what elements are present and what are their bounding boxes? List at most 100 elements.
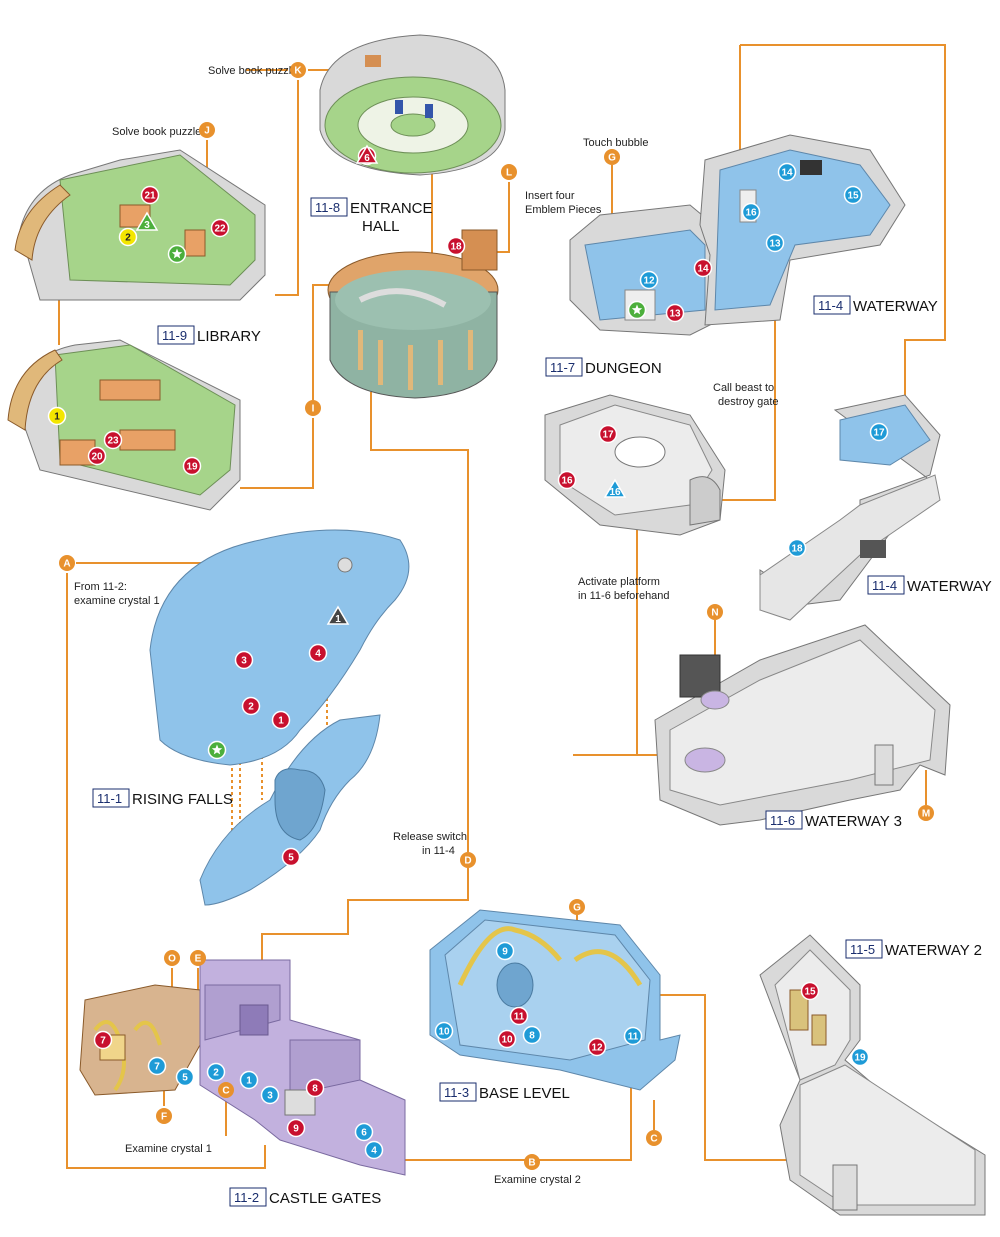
svg-text:LIBRARY: LIBRARY — [197, 328, 261, 345]
route-letter-b: B — [524, 1154, 540, 1170]
red-marker-17: 17 — [598, 424, 618, 444]
svg-text:WATERWAY 3: WATERWAY 3 — [805, 813, 902, 830]
area-label-waterway-b: 11-4 WATERWAY — [867, 575, 992, 595]
route-letter-k: K — [290, 62, 306, 78]
route-letter-g: G — [604, 149, 620, 165]
svg-text:1: 1 — [335, 614, 341, 625]
area-label-castle-gates: 11-2 CASTLE GATES — [229, 1187, 381, 1207]
svg-text:7: 7 — [100, 1036, 106, 1047]
triangle-marker-1: 1 — [326, 605, 350, 625]
area-dungeon-upper — [569, 204, 721, 336]
triangle-marker-16: 16 — [603, 478, 627, 498]
area-library-lower — [7, 339, 241, 511]
svg-text:WATERWAY 2: WATERWAY 2 — [885, 942, 982, 959]
blue-marker-2: 2 — [206, 1062, 226, 1082]
svg-text:9: 9 — [293, 1124, 299, 1135]
svg-text:J: J — [204, 126, 210, 137]
red-marker-13: 13 — [665, 303, 685, 323]
svg-text:17: 17 — [602, 430, 614, 441]
svg-text:2: 2 — [125, 233, 131, 244]
red-marker-22: 22 — [210, 218, 230, 238]
svg-text:9: 9 — [502, 947, 508, 958]
red-marker-5: 5 — [281, 847, 301, 867]
svg-text:11-5: 11-5 — [850, 942, 875, 957]
area-waterway-3 — [654, 624, 951, 826]
svg-text:6: 6 — [361, 1128, 367, 1139]
svg-text:20: 20 — [91, 452, 103, 463]
red-marker-19: 19 — [182, 456, 202, 476]
red-marker-23: 23 — [103, 430, 123, 450]
red-marker-7: 7 — [93, 1030, 113, 1050]
area-label-dungeon: 11-7 DUNGEON — [545, 357, 662, 377]
svg-text:14: 14 — [781, 168, 793, 179]
route-notes: Solve book puzzle Solve book puzzle Touc… — [74, 65, 779, 1186]
route-letter-d: D — [460, 852, 476, 868]
note-activate-1: Activate platform — [578, 576, 660, 588]
triangle-markers: 3 6 16 1 — [135, 144, 627, 625]
note-activate-2: in 11-6 beforehand — [578, 590, 670, 602]
area-label-waterway-a: 11-4 WATERWAY — [813, 295, 938, 315]
note-touch-bubble: Touch bubble — [583, 137, 648, 149]
area-labels: 11-9 LIBRARY 11-8 ENTRANCE HALL 11-7 DUN… — [92, 197, 992, 1207]
area-label-waterway-2: 11-5 WATERWAY 2 — [845, 939, 982, 959]
blue-marker-4: 4 — [364, 1140, 384, 1160]
svg-text:K: K — [294, 66, 302, 77]
route-letter-a: A — [59, 555, 75, 571]
svg-text:11: 11 — [628, 1032, 639, 1043]
svg-text:23: 23 — [107, 436, 119, 447]
area-waterway-2 — [759, 934, 986, 1216]
route-letter-f: F — [156, 1108, 172, 1124]
blue-marker-17: 17 — [869, 422, 889, 442]
svg-text:17: 17 — [873, 428, 885, 439]
yellow-marker-1: 1 — [47, 406, 67, 426]
area-entrance-hall-upper — [319, 34, 506, 176]
svg-text:8: 8 — [529, 1031, 535, 1042]
red-marker-12: 12 — [587, 1037, 607, 1057]
svg-text:11-2: 11-2 — [234, 1190, 259, 1205]
area-entrance-hall-lower — [327, 229, 499, 399]
svg-text:N: N — [711, 608, 718, 619]
star-icon — [207, 740, 227, 760]
svg-text:I: I — [312, 404, 315, 415]
svg-text:C: C — [222, 1086, 229, 1097]
blue-marker-8: 8 — [522, 1025, 542, 1045]
triangle-marker-3: 3 — [135, 211, 159, 231]
note-insert-emblem-2: Emblem Pieces — [525, 204, 602, 216]
area-label-entrance-hall: 11-8 ENTRANCE HALL — [310, 197, 433, 235]
svg-text:11-3: 11-3 — [444, 1085, 469, 1100]
svg-text:G: G — [608, 153, 616, 164]
svg-text:7: 7 — [154, 1062, 160, 1073]
svg-text:15: 15 — [847, 191, 859, 202]
svg-text:22: 22 — [214, 224, 226, 235]
svg-text:WATERWAY: WATERWAY — [907, 578, 992, 595]
svg-text:11-8: 11-8 — [315, 200, 340, 215]
svg-text:HALL: HALL — [362, 218, 400, 235]
svg-text:2: 2 — [213, 1068, 219, 1079]
svg-text:B: B — [528, 1158, 535, 1169]
svg-text:3: 3 — [267, 1091, 273, 1102]
svg-text:16: 16 — [561, 476, 573, 487]
red-marker-11: 11 — [509, 1006, 529, 1026]
triangle-marker-6: 6 — [355, 144, 379, 164]
svg-text:3: 3 — [144, 220, 150, 231]
blue-marker-16: 16 — [741, 202, 761, 222]
blue-marker-6: 6 — [354, 1122, 374, 1142]
svg-text:10: 10 — [501, 1035, 513, 1046]
area-label-rising-falls: 11-1 RISING FALLS — [92, 788, 233, 808]
note-from-11-2-2: examine crystal 1 — [74, 595, 160, 607]
red-marker-9: 9 — [286, 1118, 306, 1138]
red-marker-1: 1 — [271, 710, 291, 730]
blue-marker-14: 14 — [777, 162, 797, 182]
yellow-marker-2: 2 — [118, 227, 138, 247]
svg-text:19: 19 — [186, 462, 198, 473]
blue-marker-7: 7 — [147, 1056, 167, 1076]
blue-marker-5: 5 — [175, 1067, 195, 1087]
svg-text:L: L — [506, 168, 512, 179]
svg-text:14: 14 — [697, 264, 709, 275]
svg-text:WATERWAY: WATERWAY — [853, 298, 938, 315]
svg-text:16: 16 — [745, 208, 757, 219]
svg-text:5: 5 — [182, 1073, 188, 1084]
red-marker-16: 16 — [557, 470, 577, 490]
